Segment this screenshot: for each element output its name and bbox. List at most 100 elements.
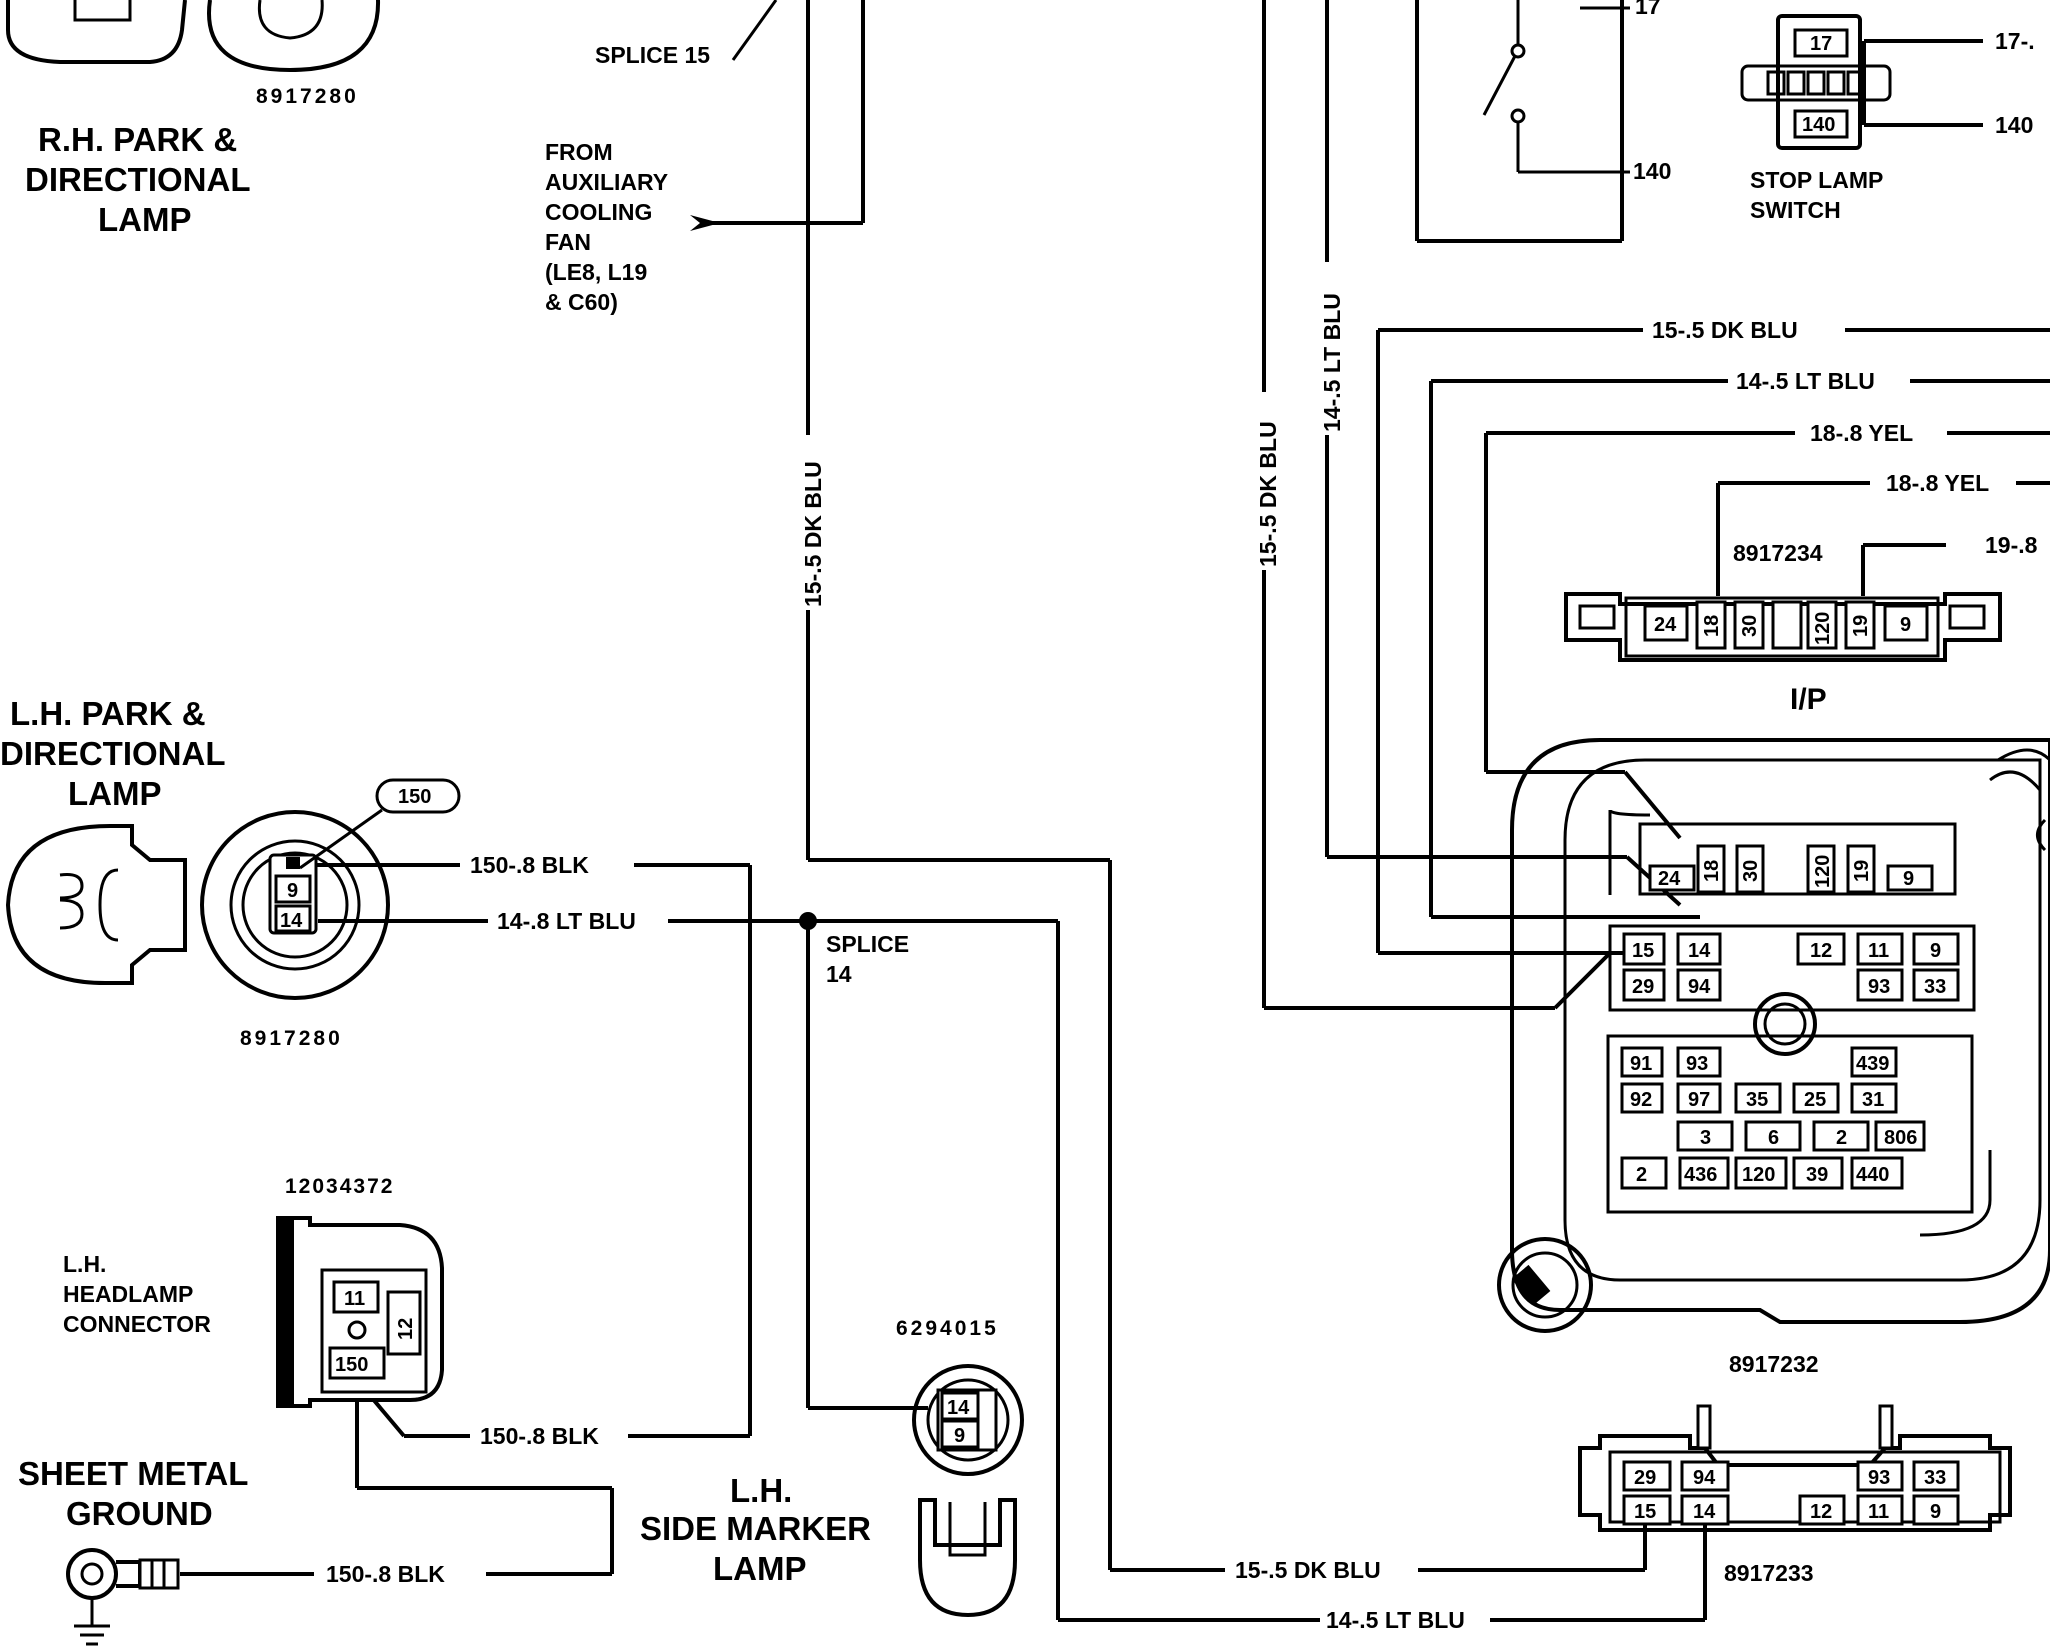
- label-140-stop: 140: [1995, 112, 2033, 138]
- label-blk-headlamp: 150-.8 BLK: [480, 1423, 599, 1449]
- svg-text:L.H.: L.H.: [63, 1251, 106, 1277]
- headlamp-pin-12: 12: [395, 1318, 417, 1340]
- bulkhead-part-number: 8917232: [1729, 1351, 1819, 1377]
- label-dk-blu-top: 15-.5 DK BLU: [1652, 317, 1798, 343]
- headlamp-pin-11: 11: [344, 1288, 365, 1310]
- svg-text:18: 18: [1701, 615, 1723, 637]
- svg-text:806: 806: [1884, 1127, 1917, 1149]
- label-lt-blu-park: 14-.8 LT BLU: [497, 908, 636, 934]
- svg-text:39: 39: [1806, 1164, 1828, 1186]
- svg-text:9: 9: [1930, 1501, 1941, 1523]
- rh-park-part-number: 8917280: [256, 85, 359, 108]
- svg-text:439: 439: [1856, 1053, 1889, 1075]
- svg-text:L.H.: L.H.: [730, 1472, 792, 1509]
- svg-text:2: 2: [1636, 1164, 1647, 1186]
- svg-text:24: 24: [1658, 868, 1681, 890]
- headlamp-part-number: 12034372: [285, 1175, 394, 1198]
- label-dk-blu-bottom: 15-.5 DK BLU: [1235, 1557, 1381, 1583]
- side-marker-part-number: 6294015: [896, 1317, 999, 1340]
- svg-text:AUXILIARY: AUXILIARY: [545, 169, 668, 195]
- svg-text:DIRECTIONAL: DIRECTIONAL: [0, 735, 226, 772]
- svg-text:LAMP: LAMP: [68, 775, 162, 812]
- svg-text:30: 30: [1739, 615, 1761, 637]
- ip-label: I/P: [1790, 683, 1827, 716]
- lh-park-callout: 150: [398, 786, 431, 808]
- lh-park-pin-14: 14: [280, 910, 303, 932]
- label-lt-blu-bottom: 14-.5 LT BLU: [1326, 1607, 1465, 1633]
- svg-text:29: 29: [1634, 1467, 1656, 1489]
- label-relay-140: 140: [1633, 158, 1671, 184]
- lh-park-pin-9: 9: [287, 880, 298, 902]
- svg-text:11: 11: [1868, 1501, 1889, 1523]
- label-dk-blu-right-vertical: 15-.5 DK BLU: [1255, 421, 1281, 567]
- svg-text:R.H. PARK &: R.H. PARK &: [38, 121, 237, 158]
- svg-text:LAMP: LAMP: [98, 201, 192, 238]
- rh-park-lamp: 8917280 R.H. PARK & DIRECTIONAL LAMP: [6, 0, 381, 238]
- svg-text:29: 29: [1632, 976, 1654, 998]
- svg-text:14: 14: [1693, 1501, 1716, 1523]
- svg-text:(LE8, L19: (LE8, L19: [545, 259, 647, 285]
- svg-text:440: 440: [1856, 1164, 1889, 1186]
- stop-switch-pin-17: 17: [1810, 33, 1832, 55]
- svg-text:33: 33: [1924, 1467, 1946, 1489]
- stop-lamp-switch: 17 140 STOP LAMP SWITCH: [1740, 14, 1892, 223]
- conn-8917233-part-number: 8917233: [1724, 1560, 1814, 1586]
- splice-14-label-2: 14: [826, 961, 852, 987]
- svg-text:12: 12: [1810, 940, 1832, 962]
- wire-labels: 15-.5 DK BLU 15-.5 DK BLU 14-.5 LT BLU 1…: [326, 0, 2038, 1633]
- svg-text:SWITCH: SWITCH: [1750, 197, 1841, 223]
- svg-text:91: 91: [1630, 1053, 1652, 1075]
- sheet-metal-ground: SHEET METAL GROUND: [18, 1455, 248, 1646]
- svg-text:94: 94: [1693, 1467, 1716, 1489]
- svg-text:9: 9: [1903, 868, 1914, 890]
- svg-text:15: 15: [1634, 1501, 1656, 1523]
- svg-text:436: 436: [1684, 1164, 1717, 1186]
- label-dk-blu-vertical: 15-.5 DK BLU: [800, 461, 826, 607]
- svg-text:3: 3: [1700, 1127, 1711, 1149]
- svg-text:19: 19: [1850, 615, 1872, 637]
- svg-text:GROUND: GROUND: [66, 1495, 213, 1532]
- label-relay-17: 17: [1635, 0, 1661, 19]
- svg-text:120: 120: [1742, 1164, 1775, 1186]
- svg-text:92: 92: [1630, 1089, 1652, 1111]
- lh-side-marker-lamp: 6294015 L.H. SIDE MARKER LAMP 14 9: [640, 1317, 1024, 1618]
- label-17-stop: 17-.: [1995, 28, 2035, 54]
- label-blk-park: 150-.8 BLK: [470, 852, 589, 878]
- svg-text:15: 15: [1632, 940, 1654, 962]
- bulkhead-connector: 24 18 30 120 19 9 15 14 12 11 9 29 94 93…: [1497, 738, 2050, 1377]
- svg-text:SHEET METAL: SHEET METAL: [18, 1455, 248, 1492]
- svg-text:STOP LAMP: STOP LAMP: [1750, 167, 1883, 193]
- svg-text:19: 19: [1851, 860, 1873, 882]
- svg-text:120: 120: [1812, 612, 1834, 645]
- label-yel-1: 18-.8 YEL: [1810, 420, 1913, 446]
- aux-fan-note: FROM AUXILIARY COOLING FAN (LE8, L19 & C…: [545, 139, 668, 315]
- svg-text:93: 93: [1868, 976, 1890, 998]
- svg-text:35: 35: [1746, 1089, 1768, 1111]
- wire-paths: [180, 0, 2050, 1622]
- svg-text:14: 14: [1688, 940, 1711, 962]
- side-marker-pin-9: 9: [954, 1425, 965, 1447]
- label-lt-blu-top: 14-.5 LT BLU: [1736, 368, 1875, 394]
- svg-text:93: 93: [1868, 1467, 1890, 1489]
- svg-text:9: 9: [1930, 940, 1941, 962]
- lh-headlamp-connector: 12034372 L.H. HEADLAMP CONNECTOR 11 12 1…: [63, 1175, 444, 1408]
- label-19: 19-.8: [1985, 532, 2038, 558]
- svg-text:24: 24: [1654, 614, 1677, 636]
- ip-part-number: 8917234: [1733, 540, 1823, 566]
- svg-text:25: 25: [1804, 1089, 1826, 1111]
- svg-text:97: 97: [1688, 1089, 1710, 1111]
- lh-park-lamp: L.H. PARK & DIRECTIONAL LAMP 9 14 150 89…: [0, 695, 461, 1050]
- svg-text:FROM: FROM: [545, 139, 613, 165]
- stop-switch-pin-140: 140: [1802, 114, 1835, 136]
- lh-park-part-number: 8917280: [240, 1027, 343, 1050]
- svg-text:FAN: FAN: [545, 229, 591, 255]
- splice-15-label: SPLICE 15: [595, 42, 710, 68]
- svg-text:DIRECTIONAL: DIRECTIONAL: [25, 161, 251, 198]
- svg-text:& C60): & C60): [545, 289, 618, 315]
- svg-text:L.H. PARK &: L.H. PARK &: [10, 695, 206, 732]
- svg-text:31: 31: [1862, 1089, 1884, 1111]
- svg-text:COOLING: COOLING: [545, 199, 652, 225]
- svg-text:12: 12: [1810, 1501, 1832, 1523]
- connector-8917233: 29 94 93 33 15 14 12 11 9 8917233: [1578, 1404, 2012, 1586]
- svg-text:2: 2: [1836, 1127, 1847, 1149]
